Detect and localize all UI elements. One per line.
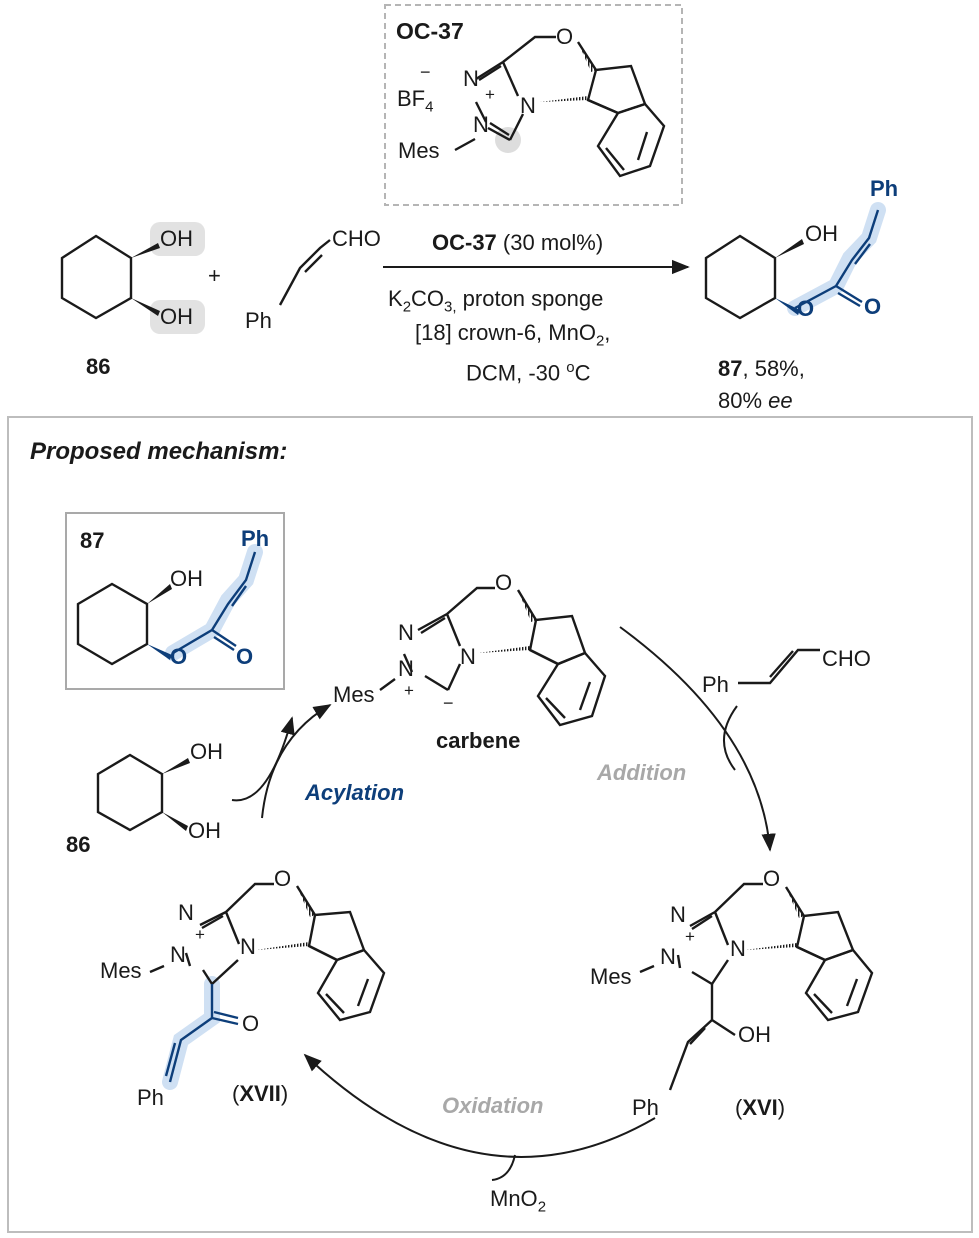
xvi-n2: N xyxy=(660,944,676,969)
xvi-n3: N xyxy=(730,936,746,961)
catalyst-n2: N xyxy=(473,112,489,137)
mechanism-title: Proposed mechanism: xyxy=(30,438,288,465)
diol-86-structure xyxy=(60,222,205,334)
catalyst-anion-charge: − xyxy=(420,62,431,82)
catalyst-counter-anion: BF4 xyxy=(397,86,434,116)
mech-product-oh: OH xyxy=(170,566,203,591)
carbene-minus: − xyxy=(443,693,454,713)
catalyst-mes: Mes xyxy=(398,138,440,163)
plus-sign: + xyxy=(208,263,221,288)
product-o-carbonyl: O xyxy=(864,294,882,319)
carbene-mes: Mes xyxy=(333,682,375,707)
catalyst-hash-bond-o xyxy=(578,42,596,72)
mech-diol-structure xyxy=(96,753,164,832)
xvii-mes: Mes xyxy=(100,958,142,983)
product-yield: 87, 58%, xyxy=(718,356,805,381)
catalyst-n1: N xyxy=(463,66,479,91)
mech-cinnamaldehyde-structure xyxy=(738,648,820,685)
xvii-n1: N xyxy=(178,900,194,925)
product-wedge-oh xyxy=(775,239,804,258)
product-o-ester: O xyxy=(797,296,815,321)
catalyst-box-label: OC-37 xyxy=(396,18,464,44)
conditions-line-3: [18] crown-6, MnO2, xyxy=(415,320,611,350)
mech-product-ph: Ph xyxy=(241,526,270,551)
product-oh: OH xyxy=(805,221,838,246)
product-wedge-o xyxy=(775,298,800,315)
xvi-oh: OH xyxy=(738,1022,771,1047)
xvii-ph: Ph xyxy=(137,1085,164,1110)
catalyst-n3: N xyxy=(520,93,536,118)
xvi-mes: Mes xyxy=(590,964,632,989)
mech-product-box xyxy=(65,512,285,690)
mech-diol-oh-bottom: OH xyxy=(188,818,221,843)
product-87-structure xyxy=(704,202,886,320)
xvi-label: (XVI) xyxy=(735,1095,786,1120)
mech-product-o-ester: O xyxy=(170,644,188,669)
diol-oh-bottom: OH xyxy=(160,304,193,329)
diol-oh-top: OH xyxy=(160,226,193,251)
catalyst-charge: + xyxy=(485,85,495,104)
mech-aldehyde-cho: CHO xyxy=(822,646,871,671)
catalyst-structure xyxy=(454,35,666,178)
xvii-structure xyxy=(149,882,386,1090)
carbene-o: O xyxy=(495,570,513,595)
mech-aldehyde-ph: Ph xyxy=(702,672,729,697)
carbene-n3: N xyxy=(460,644,476,669)
cycle-arrows xyxy=(231,626,776,1181)
carbene-n1: N xyxy=(398,620,414,645)
diol-wedge-1 xyxy=(131,243,160,258)
carbene-label: carbene xyxy=(436,728,521,753)
aldehyde-ph: Ph xyxy=(245,308,272,333)
xvi-n1: N xyxy=(670,902,686,927)
catalyst-hash-bond xyxy=(540,96,588,102)
xvii-o-carbonyl: O xyxy=(242,1011,260,1036)
carbene-plus: + xyxy=(404,681,414,700)
diol-label-86: 86 xyxy=(86,354,111,379)
oxidant-mno2: MnO2 xyxy=(490,1186,547,1216)
catalyst-dashed-box xyxy=(384,4,683,206)
mech-product-wedge-oh xyxy=(147,584,172,604)
xvii-n3: N xyxy=(240,934,256,959)
catalyst-o: O xyxy=(556,24,574,49)
xvii-n2: N xyxy=(170,942,186,967)
mech-product-label: 87 xyxy=(80,528,105,553)
addition-label: Addition xyxy=(597,760,687,785)
mech-diol-label: 86 xyxy=(66,832,91,857)
carbene-n2: N xyxy=(398,656,414,681)
cinnamaldehyde-structure xyxy=(278,239,331,306)
mech-product-o-carbonyl: O xyxy=(236,644,254,669)
mechanism-box xyxy=(7,416,973,1233)
acylation-label: Acylation xyxy=(305,780,405,805)
diol-wedge-2 xyxy=(131,298,160,316)
xvi-plus: + xyxy=(685,927,695,946)
mech-diol-oh-top: OH xyxy=(190,739,223,764)
product-ph: Ph xyxy=(870,176,899,201)
mech-product-structure xyxy=(76,544,263,666)
xvi-ph: Ph xyxy=(632,1095,659,1120)
conditions-line-2: K2CO3, proton sponge xyxy=(388,286,604,316)
conditions-catalyst: OC-37 (30 mol%) xyxy=(432,230,604,255)
product-ee: 80% ee xyxy=(718,388,793,413)
xvii-plus: + xyxy=(195,925,205,944)
conditions-line-4: DCM, -30 oC xyxy=(466,359,591,386)
xvii-o: O xyxy=(274,866,292,891)
xvi-o: O xyxy=(763,866,781,891)
aldehyde-cho: CHO xyxy=(332,226,381,251)
xvii-label: (XVII) xyxy=(232,1081,289,1106)
oxidation-label: Oxidation xyxy=(442,1093,544,1118)
mech-product-wedge-o xyxy=(147,644,172,660)
